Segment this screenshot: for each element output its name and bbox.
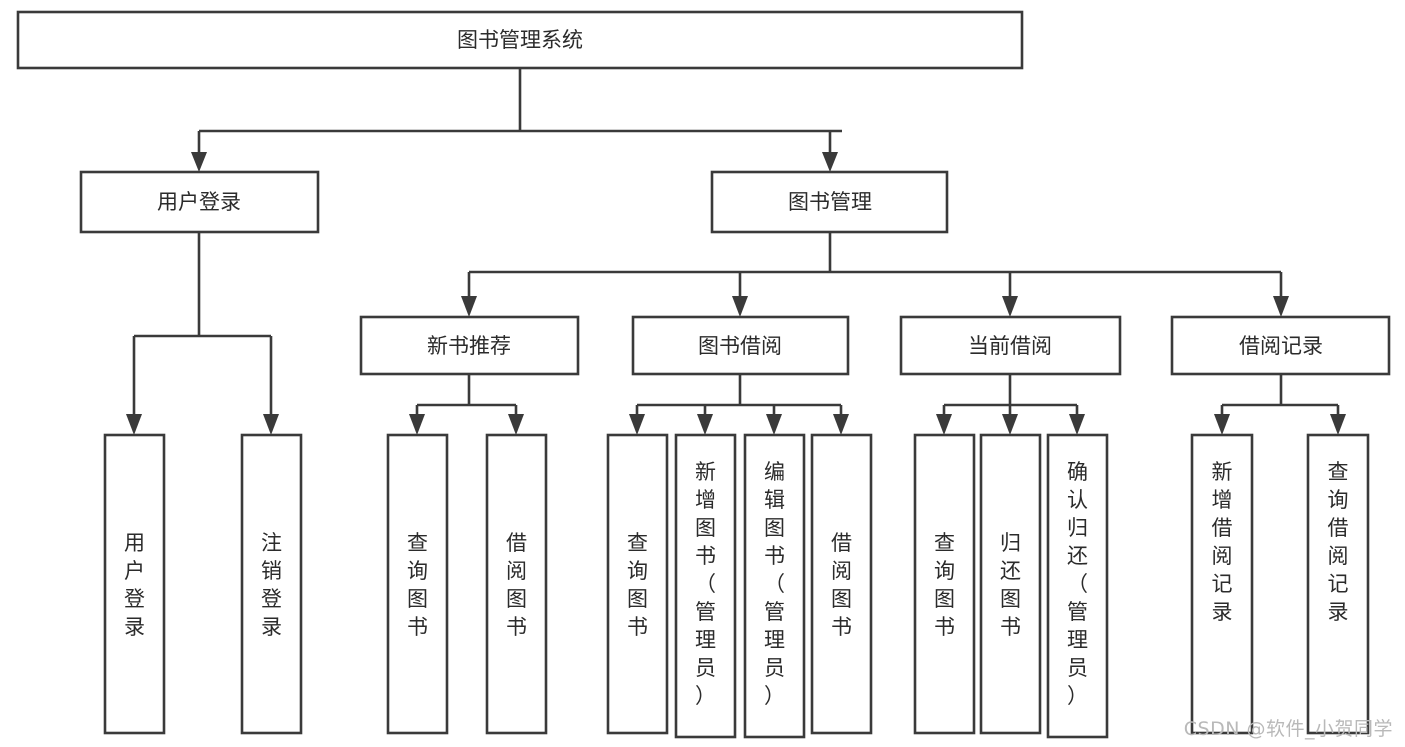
arrow-to-leaf-add-record [1214,414,1230,435]
user-login-label: 用户登录 [157,190,241,214]
arrow-to-borrow-record [1273,296,1289,317]
leaf-borrow-book-1-box[interactable] [485,433,548,735]
leaf-add-book-box[interactable] [674,433,737,739]
arrow-to-leaf-logout [263,414,279,435]
leaf-borrow-book-2-label: 借阅图书 [831,531,852,639]
leaf-add-book-label: 新增图书（管理员） [695,460,716,708]
leaf-add-record-box[interactable] [1190,433,1254,735]
current-borrow-label: 当前借阅 [968,334,1052,358]
leaf-node[interactable]: 查询借阅记录 [1306,433,1370,735]
edge-user-login-trunk [132,232,273,418]
arrow-to-current-borrow [1002,296,1018,317]
arrow-to-book-borrow [732,296,748,317]
leaf-query-book-2-box[interactable] [606,433,669,735]
leaf-node[interactable]: 新增图书（管理员） [674,433,737,739]
leaf-edit-book-label: 编辑图书（管理员） [764,460,785,708]
current-borrow-box[interactable] [899,315,1122,376]
edge-root-trunk [197,68,842,156]
connector-layer [126,68,1346,435]
arrow-to-leaf-confirm-return [1069,414,1085,435]
leaf-borrow-book-1-label: 借阅图书 [506,531,527,639]
arrow-to-leaf-query-book-2 [629,414,645,435]
edge-book-manage-trunk [467,232,1283,300]
leaf-edit-book-box[interactable] [743,433,806,739]
node-new-book-rec[interactable]: 新书推荐 [359,315,580,376]
leaf-query-book-3-label: 查询图书 [934,531,955,639]
leaf-query-book-1-box[interactable] [386,433,449,735]
leaf-user-login-label: 用户登录 [124,531,145,639]
borrow-record-box[interactable] [1170,315,1391,376]
node-book-borrow[interactable]: 图书借阅 [631,315,850,376]
book-manage-box[interactable] [710,170,949,234]
arrow-to-leaf-query-book-1 [409,414,425,435]
leaf-node[interactable]: 确认归还（管理员） [1046,433,1109,739]
edge-borrow-record-trunk [1220,374,1340,418]
leaf-node[interactable]: 查询图书 [913,433,976,735]
arrow-to-new-book-rec [461,296,477,317]
node-root[interactable]: 图书管理系统 [16,10,1024,70]
leaf-node[interactable]: 编辑图书（管理员） [743,433,806,739]
leaf-logout-label: 注销登录 [261,531,282,639]
arrow-to-leaf-add-book [697,414,713,435]
leaf-borrow-book-2-box[interactable] [810,433,873,735]
arrow-to-leaf-borrow-book-2 [833,414,849,435]
leaf-node[interactable]: 用户登录 [103,433,166,735]
leaf-confirm-return-box[interactable] [1046,433,1109,739]
leaf-node[interactable]: 借阅图书 [810,433,873,735]
leaf-query-book-1-label: 查询图书 [407,531,428,639]
arrow-to-leaf-query-record [1330,414,1346,435]
book-borrow-label: 图书借阅 [698,334,782,358]
node-user-login[interactable]: 用户登录 [79,170,320,234]
node-book-manage[interactable]: 图书管理 [710,170,949,234]
borrow-record-label: 借阅记录 [1239,334,1323,358]
leaf-return-book-box[interactable] [979,433,1042,735]
leaf-user-login-box[interactable] [103,433,166,735]
arrow-to-leaf-edit-book [766,414,782,435]
user-login-box[interactable] [79,170,320,234]
leaf-node[interactable]: 借阅图书 [485,433,548,735]
new-book-rec-label: 新书推荐 [427,334,511,358]
edge-book-borrow-trunk [635,374,843,418]
arrow-to-leaf-return-book [1002,414,1018,435]
leaf-add-record-label: 新增借阅记录 [1212,460,1233,624]
edge-new-book-rec-trunk [415,374,518,418]
arrow-to-user-login [191,152,207,172]
leaf-query-book-3-box[interactable] [913,433,976,735]
book-manage-label: 图书管理 [788,190,872,214]
new-book-rec-box[interactable] [359,315,580,376]
leaf-node[interactable]: 注销登录 [240,433,303,735]
leaf-node[interactable]: 新增借阅记录 [1190,433,1254,735]
edge-current-borrow-trunk [942,374,1079,418]
arrow-to-book-manage [822,152,838,172]
leaf-node[interactable]: 查询图书 [386,433,449,735]
leaf-confirm-return-label: 确认归还（管理员） [1067,460,1088,708]
leaf-node[interactable]: 归还图书 [979,433,1042,735]
arrow-to-leaf-query-book-3 [936,414,952,435]
leaf-node[interactable]: 查询图书 [606,433,669,735]
root-label: 图书管理系统 [457,28,583,52]
leaf-logout-box[interactable] [240,433,303,735]
leaf-query-record-label: 查询借阅记录 [1328,460,1349,624]
arrow-to-leaf-user-login [126,414,142,435]
book-borrow-box[interactable] [631,315,850,376]
node-borrow-record[interactable]: 借阅记录 [1170,315,1391,376]
node-current-borrow[interactable]: 当前借阅 [899,315,1122,376]
root-box[interactable] [16,10,1024,70]
leaf-node-layer: 用户登录 注销登录 查询图书 借阅图书 查询图书 新增图书（管理员） 编辑图书（管理员） 借阅… [103,433,1370,739]
leaf-query-record-box[interactable] [1306,433,1370,735]
arrow-to-leaf-borrow-book-1 [508,414,524,435]
leaf-query-book-2-label: 查询图书 [627,531,648,639]
leaf-return-book-label: 归还图书 [1000,531,1021,639]
